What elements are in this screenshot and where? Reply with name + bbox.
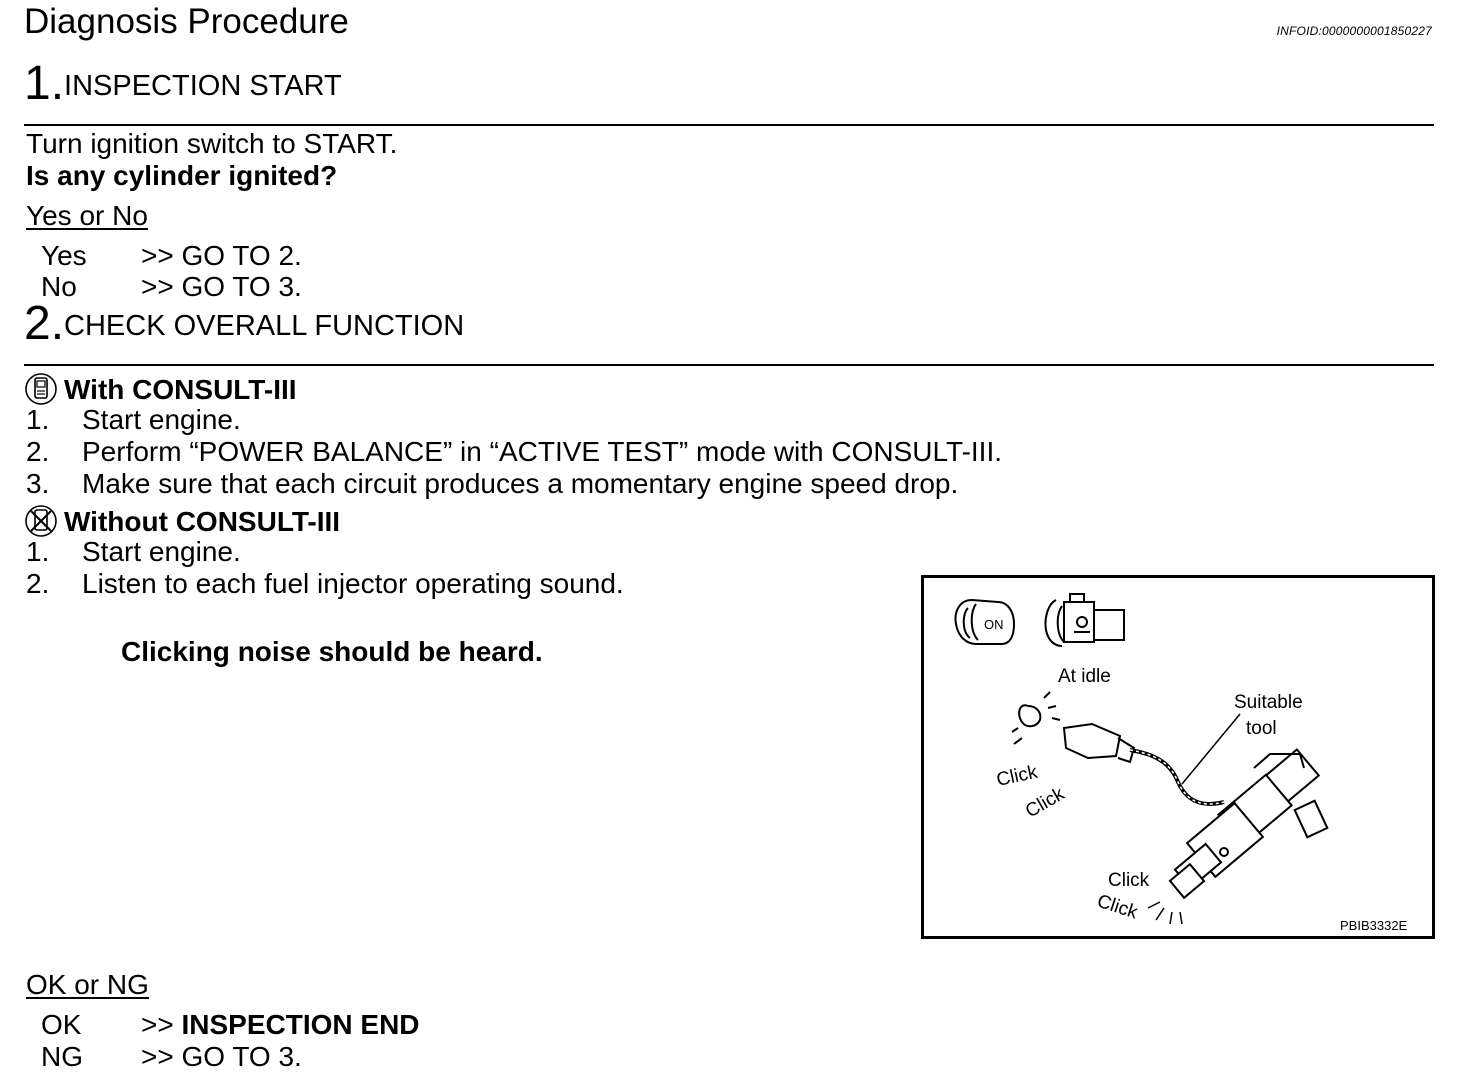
consult-icon <box>25 373 57 405</box>
choice-prefix: >> <box>141 1009 182 1040</box>
without-consult-label: Without CONSULT-III <box>64 506 341 537</box>
step-2-title: CHECK OVERALL FUNCTION <box>64 310 465 342</box>
choice-key: Yes <box>41 240 87 271</box>
click-label-4: Click <box>1094 891 1140 924</box>
choice-key: OK <box>41 1009 82 1040</box>
tool-label: tool <box>1246 718 1277 739</box>
inspection-end-label: INSPECTION END <box>181 1009 420 1040</box>
list-text: Start engine. <box>82 404 241 435</box>
step-1-number: 1. <box>24 57 65 110</box>
fuel-injector <box>1168 748 1329 900</box>
list-number: 3. <box>26 468 50 499</box>
sound-lines <box>1147 901 1183 925</box>
clicking-note: Clicking noise should be heard. <box>121 636 543 667</box>
page-title: Diagnosis Procedure <box>24 2 349 41</box>
choice-action: >> GO TO 3. <box>141 1041 302 1072</box>
choice-key: No <box>41 271 77 302</box>
step-1-heading: 1.INSPECTION START <box>24 60 342 108</box>
figure-id: PBIB3332E <box>1340 918 1408 933</box>
injector-illustration: ON At idle Suitable tool <box>954 593 1408 933</box>
without-consult-heading: Without CONSULT-III <box>24 504 340 538</box>
click-label-1: Click <box>995 762 1040 791</box>
info-id: INFOID:0000000001850227 <box>1276 24 1432 38</box>
list-number: 1. <box>26 404 50 435</box>
with-consult-heading: With CONSULT-III <box>24 372 297 406</box>
click-label-2: Click <box>1022 783 1069 822</box>
list-text: Start engine. <box>82 536 241 567</box>
choice-action: >> GO TO 2. <box>141 240 302 271</box>
injector-figure: ON At idle Suitable tool <box>921 575 1435 939</box>
step-1-divider <box>24 124 1434 126</box>
at-idle-label: At idle <box>1058 666 1111 687</box>
list-text: Listen to each fuel injector operating s… <box>82 568 624 599</box>
list-number: 2. <box>26 436 50 467</box>
ear-icon <box>1011 691 1061 745</box>
list-number: 1. <box>26 536 50 567</box>
step-1-question: Is any cylinder ignited? <box>26 160 338 191</box>
step-2-choice-heading: OK or NG <box>26 969 149 1000</box>
key-on-label: ON <box>984 617 1004 632</box>
step-2-divider <box>24 364 1434 366</box>
choice-key: NG <box>41 1041 83 1072</box>
list-text: Perform “POWER BALANCE” in “ACTIVE TEST”… <box>82 436 1003 467</box>
choice-action: >> GO TO 3. <box>141 271 302 302</box>
choice-action: >> INSPECTION END <box>141 1009 420 1041</box>
click-label-3: Click <box>1108 870 1150 891</box>
list-number: 2. <box>26 568 50 599</box>
ignition-key-icon: ON <box>954 598 1016 645</box>
suitable-label: Suitable <box>1234 692 1303 713</box>
step-1-instruction: Turn ignition switch to START. <box>26 128 398 159</box>
no-consult-icon <box>25 505 57 537</box>
step-2-heading: 2.CHECK OVERALL FUNCTION <box>24 300 464 348</box>
with-consult-label: With CONSULT-III <box>64 374 297 405</box>
step-1-choice-heading: Yes or No <box>26 200 148 231</box>
stethoscope-probe <box>1062 722 1225 806</box>
tool-leader-line <box>1181 713 1241 785</box>
step-1-title: INSPECTION START <box>64 70 342 102</box>
engine-icon <box>1044 593 1125 647</box>
list-text: Make sure that each circuit produces a m… <box>82 468 959 499</box>
step-2-number: 2. <box>24 297 65 350</box>
